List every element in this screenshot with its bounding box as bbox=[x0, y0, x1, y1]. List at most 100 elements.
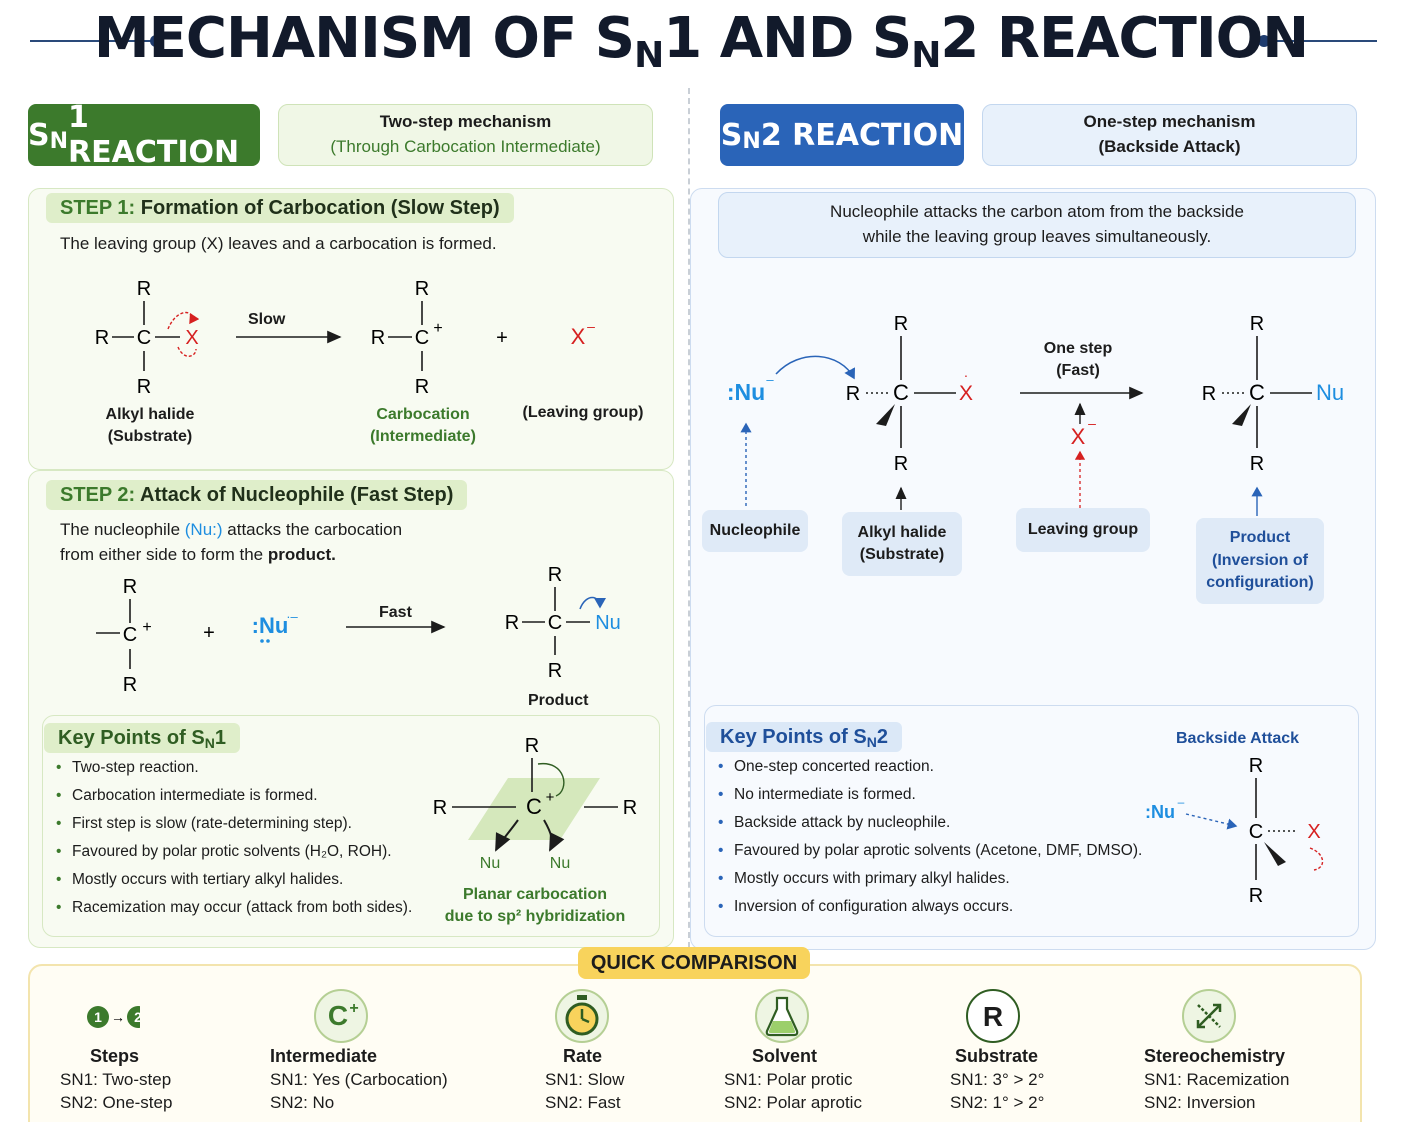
svg-text:+: + bbox=[546, 789, 555, 806]
svg-text:C: C bbox=[1249, 821, 1263, 843]
sn1-step2-diagram: R C + R + :Nu ·– R R C Nu R bbox=[96, 565, 621, 696]
list-item: Favoured by polar aprotic solvents (Acet… bbox=[718, 837, 1142, 865]
sn1-fast-label: Fast bbox=[379, 604, 412, 621]
svg-text:R: R bbox=[623, 797, 637, 819]
sn2-info-box: One-step mechanism (Backside Attack) bbox=[982, 104, 1357, 166]
atom-r-left: R bbox=[95, 327, 109, 349]
svg-text:→: → bbox=[111, 1009, 125, 1025]
quick-comparison-panel bbox=[28, 964, 1362, 1122]
comparison-intermediate-heading: Intermediate bbox=[270, 1046, 378, 1066]
flask-icon bbox=[755, 989, 809, 1043]
sn2-keypoints-list: One-step concerted reaction. No intermed… bbox=[718, 753, 1142, 921]
list-item: Inversion of configuration always occurs… bbox=[718, 893, 1142, 921]
sn1-product-label: Product bbox=[528, 692, 589, 709]
sn1-info-box: Two-step mechanism (Through Carbocation … bbox=[278, 104, 653, 166]
planar-carbocation-diagram: R R C + R Nu Nu bbox=[433, 735, 637, 872]
comparison-steps-sn2: SN2: One-step bbox=[60, 1093, 173, 1112]
svg-text:X: X bbox=[959, 382, 973, 405]
comparison-rate-sn1: SN1: Slow bbox=[545, 1070, 625, 1089]
sn1-keypoints-title: Key Points of SN1 bbox=[44, 723, 240, 753]
svg-text:+: + bbox=[142, 619, 151, 636]
list-item: Carbocation intermediate is formed. bbox=[56, 782, 412, 810]
backside-attack-diagram: :Nu – R C X R bbox=[1145, 755, 1324, 907]
svg-text:C: C bbox=[328, 1000, 348, 1031]
comparison-stereochemistry-sn1: SN1: Racemization bbox=[1144, 1070, 1290, 1089]
svg-text:–: – bbox=[1178, 795, 1185, 809]
list-item: One-step concerted reaction. bbox=[718, 753, 1142, 781]
svg-text:·–: ·– bbox=[286, 609, 298, 624]
svg-text:R: R bbox=[415, 278, 429, 300]
svg-text:R: R bbox=[1250, 453, 1264, 475]
comparison-substrate-sn2: SN2: 1° > 2° bbox=[950, 1093, 1045, 1112]
svg-text:C: C bbox=[548, 612, 562, 634]
svg-text:+: + bbox=[496, 327, 508, 349]
sn1-step1-diagram: R R C X R R R C + R + X – bbox=[95, 278, 595, 398]
comparison-steps-sn1: SN1: Two-step bbox=[60, 1070, 172, 1089]
svg-text:–: – bbox=[587, 318, 595, 334]
svg-text:Nu: Nu bbox=[550, 855, 570, 872]
svg-text:R: R bbox=[894, 313, 908, 335]
svg-text:–: – bbox=[766, 372, 774, 387]
svg-text:R: R bbox=[1202, 383, 1216, 405]
svg-text:C: C bbox=[123, 624, 137, 646]
svg-text:R: R bbox=[1249, 885, 1263, 907]
svg-text::Nu: :Nu bbox=[727, 379, 765, 405]
sn2-leaving-group-label: Leaving group bbox=[1016, 508, 1150, 552]
svg-text:2: 2 bbox=[134, 1009, 140, 1025]
comparison-steps-heading: Steps bbox=[90, 1046, 140, 1066]
sn2-keypoints-title: Key Points of SN2 bbox=[706, 722, 902, 752]
svg-text:R: R bbox=[548, 565, 562, 586]
sn1-carbocation-label: Carbocation(Intermediate) bbox=[370, 406, 476, 446]
sn2-arrow-label: One step(Fast) bbox=[1043, 340, 1113, 380]
svg-text:R: R bbox=[123, 576, 137, 598]
list-item: No intermediate is formed. bbox=[718, 781, 1142, 809]
substrate-r-icon: R bbox=[966, 989, 1020, 1043]
svg-text:C: C bbox=[415, 327, 429, 349]
title-decoration-right bbox=[1258, 35, 1377, 47]
nucleophile-sn1: :Nu bbox=[252, 613, 289, 638]
svg-text:R: R bbox=[983, 1001, 1003, 1032]
comparison-rate-heading: Rate bbox=[563, 1046, 603, 1066]
svg-text::Nu: :Nu bbox=[1145, 802, 1175, 822]
svg-text:Nu: Nu bbox=[595, 612, 621, 634]
atom-r-bottom: R bbox=[137, 376, 151, 398]
svg-text:R: R bbox=[1250, 313, 1264, 335]
comparison-solvent-sn1: SN1: Polar protic bbox=[724, 1070, 853, 1089]
svg-text:R: R bbox=[525, 735, 539, 757]
atom-r-top: R bbox=[137, 278, 151, 300]
svg-text:+: + bbox=[203, 622, 215, 644]
comparison-stereochemistry-sn2: SN2: Inversion bbox=[1144, 1093, 1256, 1112]
quick-comparison-title: QUICK COMPARISON bbox=[578, 947, 810, 979]
sn2-mechanism-diagram: :Nu – R R C X · R X – R R C Nu R bbox=[727, 313, 1344, 516]
sn1-step2-description: The nucleophile (Nu:) attacks the carboc… bbox=[60, 520, 403, 564]
comparison-intermediate-sn1: SN1: Yes (Carbocation) bbox=[270, 1070, 448, 1089]
comparison-substrate-heading: Substrate bbox=[955, 1046, 1039, 1066]
list-item: Backside attack by nucleophile. bbox=[718, 809, 1142, 837]
comparison-stereochemistry-heading: Stereochemistry bbox=[1144, 1046, 1286, 1066]
sn1-keypoints-list: Two-step reaction. Carbocation intermedi… bbox=[56, 754, 412, 922]
svg-text:R: R bbox=[548, 660, 562, 682]
svg-text:C: C bbox=[893, 380, 909, 405]
svg-text:R: R bbox=[894, 453, 908, 475]
svg-text:R: R bbox=[846, 383, 860, 405]
svg-text:R: R bbox=[371, 327, 385, 349]
svg-text:R: R bbox=[505, 612, 519, 634]
column-divider bbox=[688, 88, 690, 948]
sn1-step1-panel bbox=[28, 188, 674, 470]
sn1-step2-heading: STEP 2: Attack of Nucleophile (Fast Step… bbox=[46, 480, 468, 510]
comparison-solvent-heading: Solvent bbox=[752, 1046, 818, 1066]
svg-text:+: + bbox=[349, 1000, 358, 1017]
svg-text:Nu: Nu bbox=[480, 855, 500, 872]
comparison-rate-sn2: SN2: Fast bbox=[545, 1093, 621, 1112]
list-item: Favoured by polar protic solvents (H₂O, … bbox=[56, 838, 412, 866]
carbocation-icon: C+ bbox=[314, 989, 368, 1043]
comparison-substrate-sn1: SN1: 3° > 2° bbox=[950, 1070, 1045, 1089]
sn1-step1-heading: STEP 1: Formation of Carbocation (Slow S… bbox=[46, 193, 514, 223]
sn2-alkyl-halide-label: Alkyl halide(Substrate) bbox=[842, 512, 962, 576]
svg-text:R: R bbox=[1249, 755, 1263, 777]
svg-text:R: R bbox=[123, 674, 137, 696]
backside-attack-label: Backside Attack bbox=[1176, 730, 1300, 747]
